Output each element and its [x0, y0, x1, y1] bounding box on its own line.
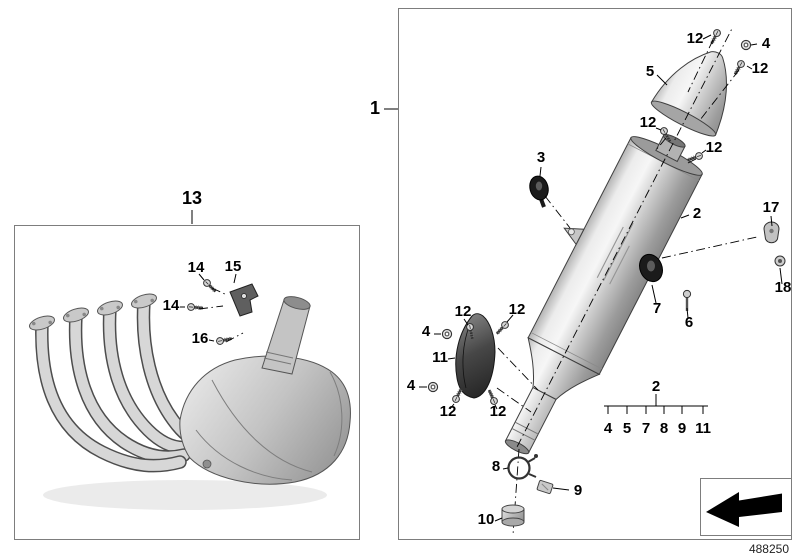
- legend-item: 8: [660, 420, 668, 437]
- callout-14[interactable]: 14: [188, 259, 205, 276]
- callout-12[interactable]: 12: [490, 403, 507, 420]
- center-axis-line: [516, 26, 734, 447]
- exhaust-manifold-inset: [28, 276, 351, 510]
- callout-12[interactable]: 12: [455, 303, 472, 320]
- legend-group-label: 2: [652, 378, 660, 395]
- legend-item: 5: [623, 420, 631, 437]
- callout-13-inset[interactable]: 13: [182, 188, 202, 208]
- nut-part-18: [774, 255, 786, 267]
- callout-6[interactable]: 6: [685, 314, 693, 331]
- clamp-part-8: [507, 454, 538, 480]
- shadow: [43, 480, 327, 510]
- clip-part-17: [763, 221, 780, 244]
- mount-bracket-15: [229, 283, 259, 317]
- end-cap-part: [650, 51, 727, 137]
- callout-7[interactable]: 7: [653, 300, 661, 317]
- callout-10[interactable]: 10: [478, 511, 495, 528]
- heat-shield-part-11: [455, 313, 496, 399]
- catalytic-converter-silencer: [179, 355, 351, 485]
- callout-9[interactable]: 9: [574, 482, 582, 499]
- direction-arrow-icon: [706, 492, 783, 527]
- callout-14[interactable]: 14: [163, 297, 180, 314]
- callout-17[interactable]: 17: [763, 199, 780, 216]
- bracket-part-9: [536, 479, 554, 495]
- washer-icon: [441, 328, 453, 340]
- callout-4[interactable]: 4: [762, 35, 771, 52]
- callout-labels: 12 4 12 5 12 12 3 2 17 18 7 6 12 12 4 11…: [163, 30, 792, 528]
- leader-lines: [180, 34, 783, 522]
- callout-18[interactable]: 18: [775, 279, 792, 296]
- legend-item: 4: [604, 420, 613, 437]
- callout-8[interactable]: 8: [492, 458, 500, 475]
- muffler-body: [504, 26, 734, 455]
- washer-icon: [427, 381, 439, 393]
- grommet-part-7: [639, 253, 663, 283]
- drawing-number: 488250: [749, 542, 789, 556]
- callout-1-assembly[interactable]: 1: [370, 98, 380, 118]
- legend-item: 11: [695, 420, 711, 437]
- grommet-part-3: [529, 175, 549, 208]
- outlet-stub-pipe: [261, 296, 311, 375]
- direction-indicator-box: [700, 478, 792, 536]
- callout-12[interactable]: 12: [509, 301, 526, 318]
- callout-5[interactable]: 5: [646, 63, 654, 80]
- rear-muffler-assembly: [427, 26, 786, 536]
- legend-item: 7: [642, 420, 650, 437]
- callout-2[interactable]: 2: [693, 205, 701, 222]
- callout-4[interactable]: 4: [422, 323, 431, 340]
- callout-12[interactable]: 12: [440, 403, 457, 420]
- legend-item: 9: [678, 420, 686, 437]
- callout-3[interactable]: 3: [537, 149, 545, 166]
- reference-lines: [198, 39, 758, 413]
- callout-12[interactable]: 12: [706, 139, 723, 156]
- legend-bracket: 2 4 5 7 8 9 11: [604, 378, 711, 437]
- callout-12[interactable]: 12: [752, 60, 769, 77]
- callout-15[interactable]: 15: [225, 258, 242, 275]
- callout-11[interactable]: 11: [432, 349, 448, 366]
- sensor-boss: [202, 459, 212, 469]
- header-flanges: [28, 293, 158, 331]
- callout-12[interactable]: 12: [687, 30, 704, 47]
- callout-4[interactable]: 4: [407, 377, 416, 394]
- washer-icon: [740, 39, 752, 51]
- spacer-part-10: [501, 504, 525, 527]
- callout-12[interactable]: 12: [640, 114, 657, 131]
- callout-16[interactable]: 16: [192, 330, 209, 347]
